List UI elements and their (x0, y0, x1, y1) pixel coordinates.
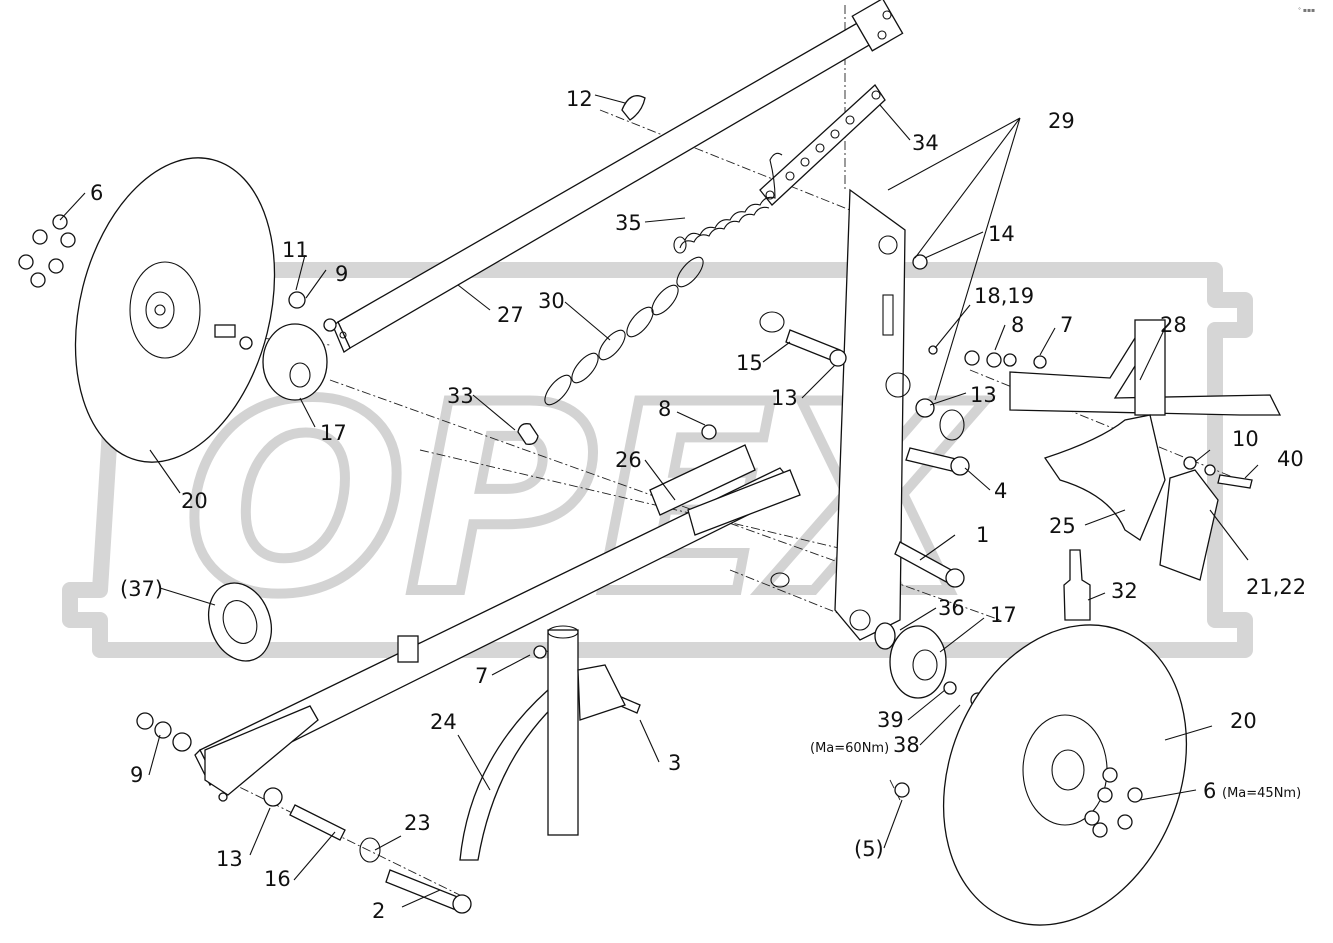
callout-16: 16 (264, 867, 291, 891)
callout-17-right: 17 (990, 603, 1017, 627)
torque-note-6: (Ma=45Nm) (1222, 786, 1301, 801)
callout-20-right: 20 (1230, 709, 1257, 733)
callout-15: 15 (736, 351, 763, 375)
shackle (517, 423, 539, 445)
callout-10: 10 (1232, 427, 1259, 451)
callout-3: 3 (668, 751, 681, 775)
adjustment-strap (759, 84, 886, 206)
callout-24: 24 (430, 710, 457, 734)
callout-33: 33 (447, 384, 474, 408)
callout-25: 25 (1049, 514, 1076, 538)
callout-38: 38 (893, 733, 920, 757)
callout-39: 39 (877, 708, 904, 732)
plates-21-22 (1159, 456, 1253, 581)
pin-clip (621, 95, 646, 121)
callout-29: 29 (1048, 109, 1075, 133)
tension-spring (673, 152, 783, 254)
lower-arm (194, 444, 801, 796)
frame-beam (332, 0, 904, 353)
left-disc (74, 157, 276, 463)
right-disc (942, 624, 1188, 926)
left-hub (214, 291, 337, 401)
chain (544, 256, 704, 406)
callout-2: 2 (372, 899, 385, 923)
callout-1: 1 (976, 523, 989, 547)
callout-7-upper: 7 (1060, 313, 1073, 337)
callout-34: 34 (912, 131, 939, 155)
callout-37: (37) (120, 577, 163, 601)
callout-14: 14 (988, 222, 1015, 246)
callout-13-mid: 13 (771, 386, 798, 410)
vertical-plate (834, 188, 911, 641)
callout-7-lower: 7 (475, 664, 488, 688)
callout-17-left: 17 (320, 421, 347, 445)
callout-5: (5) (854, 837, 884, 861)
callout-20-left: 20 (181, 489, 208, 513)
callout-21-22: 21,22 (1246, 575, 1306, 599)
callout-8-upper: 8 (1011, 313, 1024, 337)
bolt-set-left (18, 214, 76, 288)
callout-35: 35 (615, 211, 642, 235)
share-25 (1043, 414, 1166, 541)
callout-8-lower: 8 (658, 397, 671, 421)
ring-37 (208, 582, 272, 662)
callout-26: 26 (615, 448, 642, 472)
callout-11: 11 (282, 238, 309, 262)
callout-27: 27 (497, 303, 524, 327)
bracket (1009, 319, 1282, 416)
callout-18-19: 18,19 (974, 284, 1034, 308)
corner-mark: ° ▪▪▪ (1298, 7, 1315, 14)
callout-32: 32 (1111, 579, 1138, 603)
callout-6-left: 6 (90, 181, 103, 205)
callout-28: 28 (1160, 313, 1187, 337)
callout-23: 23 (404, 811, 431, 835)
tine (459, 625, 626, 861)
callout-4: 4 (994, 479, 1007, 503)
callout-6-right: 6 (1203, 779, 1216, 803)
callout-9-upper: 9 (335, 262, 348, 286)
leader-lines (59, 94, 1259, 908)
callout-36: 36 (938, 596, 965, 620)
fasteners-right (701, 254, 1047, 588)
callout-9-lower: 9 (130, 763, 143, 787)
torque-note-38: (Ma=60Nm) (810, 741, 889, 756)
callout-12: 12 (566, 87, 593, 111)
callout-40: 40 (1277, 447, 1304, 471)
part-32 (1063, 549, 1091, 621)
callout-labels: 1 2 3 4 (5) 6 6 7 7 8 8 9 9 10 11 12 13 … (90, 87, 1306, 923)
callout-13-lower: 13 (216, 847, 243, 871)
callout-13-right: 13 (970, 383, 997, 407)
fasteners-lower-left (136, 645, 641, 914)
right-hub (874, 622, 986, 798)
callout-30: 30 (538, 289, 565, 313)
